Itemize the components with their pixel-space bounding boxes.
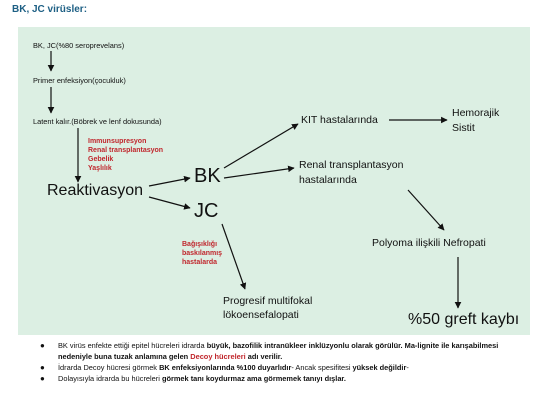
arrow-renal-to-polyoma bbox=[407, 189, 445, 231]
note-2-seg-2: - Ancak spesifitesi bbox=[291, 363, 353, 372]
renal-line-2: hastalarında bbox=[299, 174, 357, 186]
node-seroprevalence: BK, JC(%80 seroprevelans) bbox=[33, 41, 125, 50]
arrow-bk-to-renal bbox=[223, 165, 295, 179]
node-kit: KIT hastalarında bbox=[301, 114, 378, 126]
bullet-icon: ● bbox=[40, 363, 45, 372]
risk-factor-gebelik: Gebelik bbox=[88, 156, 114, 163]
node-pml: Progresif multifokal lökoensefalopati bbox=[223, 294, 312, 322]
node-renal-transplant: Renal transplantasyon hastalarında bbox=[299, 158, 403, 188]
note-item: ● BK virüs enfekte ettiği epitel hücrele… bbox=[38, 340, 533, 362]
node-polyoma: Polyoma ilişkili Nefropati bbox=[372, 237, 486, 249]
renal-line-1: Renal transplantasyon bbox=[299, 159, 404, 171]
pml-line-1: Progresif multifokal bbox=[223, 295, 313, 307]
note-item: ● Dolayısıyla idrarda bu hücreleri görme… bbox=[38, 373, 533, 384]
note-2-seg-0: İdrarda Decoy hücresi görmek bbox=[58, 363, 160, 372]
bagisiklik-line-3: hastalarda bbox=[182, 259, 218, 266]
bagisiklik-line-1: Bağışıklığı bbox=[182, 241, 218, 248]
hemorajik-line-1: Hemorajik bbox=[452, 107, 500, 119]
note-2-seg-4: - bbox=[406, 363, 409, 372]
bullet-icon: ● bbox=[40, 374, 45, 383]
node-immunosuppressed: Bağışıklığı baskılanmış hastalarda bbox=[182, 240, 222, 267]
pml-line-2: lökoensefalopati bbox=[223, 309, 299, 321]
risk-factor-immunsupresyon: Immunsupresyon bbox=[88, 138, 147, 145]
hemorajik-line-2: Sistit bbox=[452, 122, 475, 134]
risk-factor-renal: Renal transplantasyon bbox=[88, 147, 164, 154]
bullet-icon: ● bbox=[40, 341, 45, 350]
note-1-seg-2: Ma-lignite ile karışabilmesi nedeniyle b… bbox=[58, 341, 499, 361]
node-latent: Latent kalır.(Böbrek ve lenf dokusunda) bbox=[33, 117, 162, 126]
note-2-seg-3: yüksek değildir bbox=[352, 363, 407, 372]
arrow-reaktivasyon-to-bk bbox=[148, 175, 191, 187]
node-greft-kaybi: %50 greft kaybı bbox=[408, 311, 520, 328]
note-3-seg-0: Dolayısıyla idrarda bu hücreleri bbox=[58, 374, 162, 383]
arrow-reaktivasyon-to-jc bbox=[148, 196, 191, 210]
arrow-jc-to-progresif bbox=[221, 223, 247, 290]
note-1-seg-1: büyük, bazofilik intranükleer inklüzyonl… bbox=[206, 341, 403, 350]
node-hemorajik-sistit: Hemorajik Sistit bbox=[452, 106, 499, 136]
node-bk: BK bbox=[194, 165, 221, 187]
arrow-bk-to-kit bbox=[223, 123, 299, 169]
note-item: ● İdrarda Decoy hücresi görmek BK enfeks… bbox=[38, 362, 533, 373]
risk-factor-yaslilik: Yaşlılık bbox=[88, 165, 112, 172]
node-reaktivasyon: Reaktivasyon bbox=[47, 182, 144, 199]
node-jc: JC bbox=[194, 200, 219, 222]
diagram-panel bbox=[18, 27, 530, 335]
risk-factors-list: Immunsupresyon Renal transplantasyon Geb… bbox=[88, 137, 163, 173]
note-3-seg-1: görmek tanı koydurmaz ama görmemek tanıy… bbox=[161, 374, 346, 383]
node-primary-infection: Primer enfeksiyon(çocukluk) bbox=[33, 76, 126, 85]
note-1-seg-0: BK virüs enfekte ettiği epitel hücreleri… bbox=[58, 341, 207, 350]
note-2-seg-1: BK enfeksiyonlarında %100 duyarlıdır bbox=[159, 363, 292, 372]
slide-title: BK, JC virüsler: bbox=[12, 4, 88, 15]
note-1-seg-4: adı verilir. bbox=[245, 352, 283, 361]
notes-list: ● BK virüs enfekte ettiği epitel hücrele… bbox=[38, 340, 533, 384]
bagisiklik-line-2: baskılanmış bbox=[182, 250, 223, 257]
note-1-decoy-term: Decoy hücreleri bbox=[190, 352, 246, 361]
